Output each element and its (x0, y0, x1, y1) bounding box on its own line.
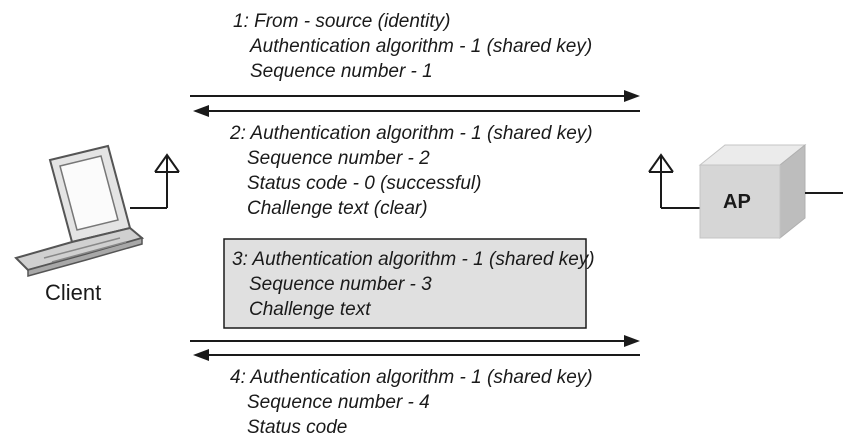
message-1: 1: From - source (identity) Authenticati… (233, 11, 592, 82)
access-point-box (698, 143, 807, 240)
message-4-line-3: Status code (247, 417, 347, 437)
arrow-client-to-ap-1 (190, 90, 640, 102)
message-1-line-2: Authentication algorithm - 1 (shared key… (249, 36, 592, 57)
message-3: 3: Authentication algorithm - 1 (shared … (232, 249, 595, 320)
message-1-line-1: 1: From - source (identity) (233, 11, 451, 32)
message-3-line-2: Sequence number - 3 (249, 274, 432, 295)
message-2-line-1: 2: Authentication algorithm - 1 (shared … (229, 123, 593, 144)
client-label: Client (45, 280, 101, 305)
message-4-line-1: 4: Authentication algorithm - 1 (shared … (230, 367, 593, 388)
message-3-highlight-box (223, 238, 587, 329)
message-1-line-3: Sequence number - 1 (250, 61, 433, 82)
ap-box-front (699, 164, 781, 239)
message-2-line-3: Status code - 0 (successful) (247, 173, 481, 194)
client-antenna-icon (130, 153, 180, 209)
message-3-line-3: Challenge text (249, 299, 371, 320)
message-2-line-4: Challenge text (clear) (247, 198, 428, 219)
message-4: 4: Authentication algorithm - 1 (shared … (230, 367, 593, 437)
message-3-line-1: 3: Authentication algorithm - 1 (shared … (232, 249, 595, 270)
arrow-client-to-ap-3 (190, 335, 640, 347)
client-laptop-icon (14, 144, 145, 277)
arrow-ap-to-client-2 (193, 105, 640, 117)
message-2-line-2: Sequence number - 2 (247, 148, 430, 169)
message-2: 2: Authentication algorithm - 1 (shared … (229, 123, 593, 219)
ap-label: AP (723, 191, 751, 213)
arrow-ap-to-client-4 (193, 349, 640, 361)
message-4-line-2: Sequence number - 4 (247, 392, 430, 413)
ap-antenna-icon (648, 153, 700, 209)
